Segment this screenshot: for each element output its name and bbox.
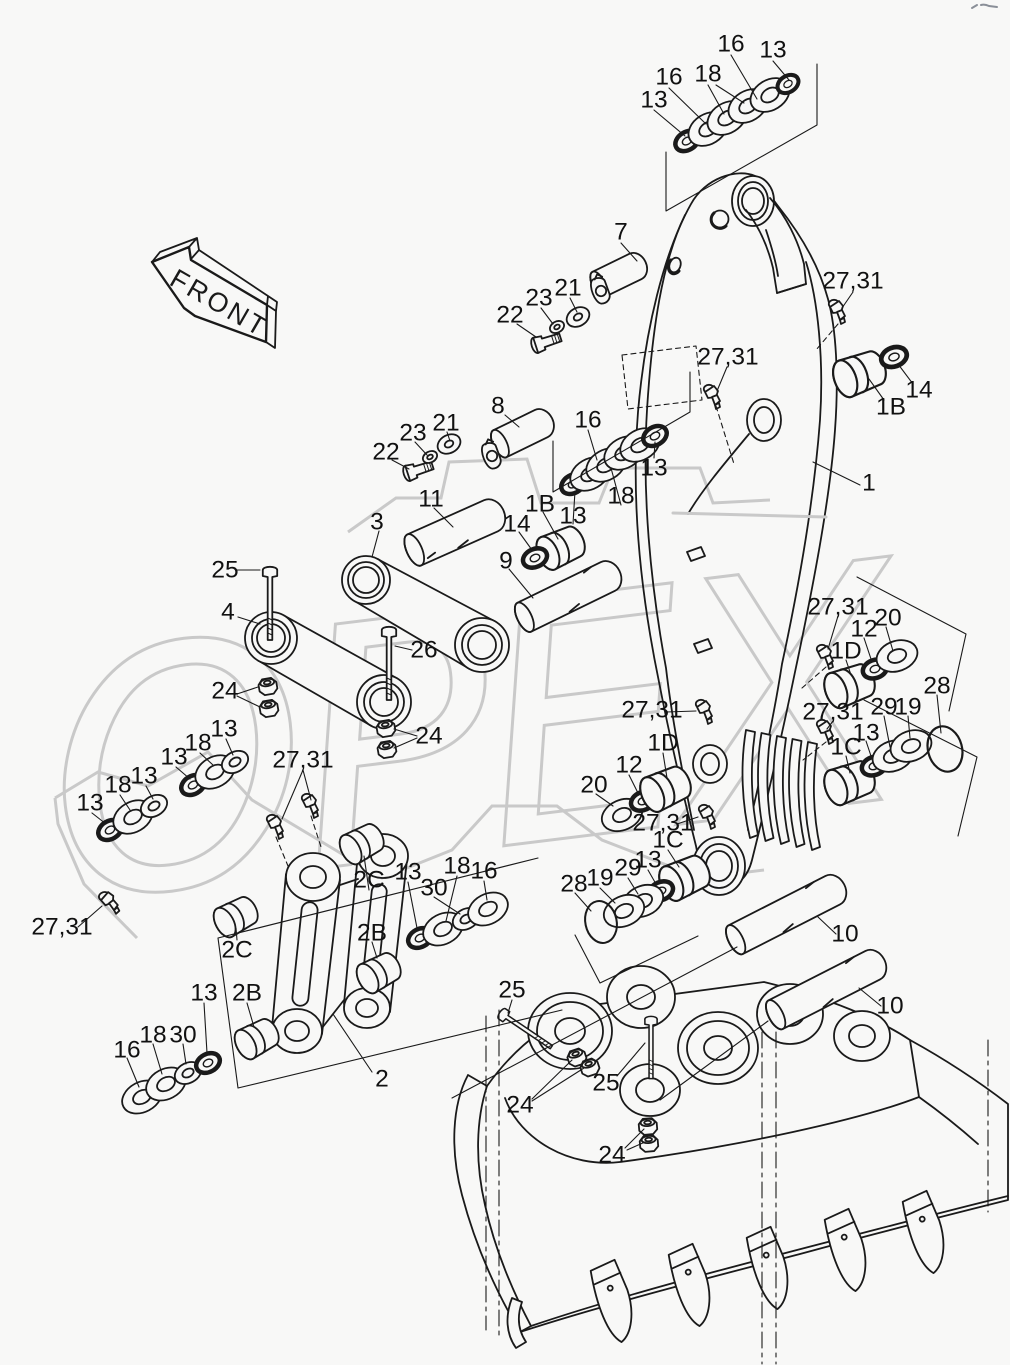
part-label-2C: 2C bbox=[353, 867, 384, 894]
part-label-20: 20 bbox=[580, 772, 607, 799]
part-label-18: 18 bbox=[443, 853, 470, 880]
pins bbox=[403, 252, 888, 1031]
part-label-8: 8 bbox=[491, 393, 505, 420]
part-label-29: 29 bbox=[870, 694, 897, 721]
front-arrow: FRONT bbox=[150, 237, 278, 349]
part-label-22: 22 bbox=[372, 439, 399, 466]
part-label-24: 24 bbox=[211, 678, 238, 705]
centerline-axes bbox=[485, 1009, 989, 1365]
part-label-13: 13 bbox=[559, 503, 586, 530]
part-label-27-31: 27,31 bbox=[272, 747, 333, 774]
leader-lines bbox=[77, 54, 942, 1151]
part-label-2B: 2B bbox=[357, 920, 387, 947]
part-label-18: 18 bbox=[694, 61, 721, 88]
part-label-13: 13 bbox=[640, 87, 667, 114]
part-label-25: 25 bbox=[592, 1070, 619, 1097]
part-label-1B: 1B bbox=[525, 491, 555, 518]
part-label-1D: 1D bbox=[830, 638, 861, 665]
part-label-27-31: 27,31 bbox=[632, 810, 693, 837]
part-label-12: 12 bbox=[850, 616, 877, 643]
part-label-1C: 1C bbox=[652, 827, 683, 854]
part-label-9: 9 bbox=[499, 548, 513, 575]
part-label-16: 16 bbox=[655, 64, 682, 91]
part-label-18: 18 bbox=[139, 1022, 166, 1049]
part-label-27-31: 27,31 bbox=[822, 268, 883, 295]
part-label-13: 13 bbox=[130, 763, 157, 790]
part-label-14: 14 bbox=[905, 377, 932, 404]
part-label-1D: 1D bbox=[647, 730, 678, 757]
part-label-13: 13 bbox=[210, 716, 237, 743]
part-label-27-31: 27,31 bbox=[802, 699, 863, 726]
corner-smudge bbox=[971, 3, 998, 9]
pin-9 bbox=[513, 560, 623, 633]
part-label-27-31: 27,31 bbox=[621, 697, 682, 724]
part-label-13: 13 bbox=[394, 859, 421, 886]
link-3 bbox=[341, 555, 510, 673]
part-label-10: 10 bbox=[876, 993, 903, 1020]
pin-11 bbox=[403, 498, 507, 567]
watermark-overlay-line bbox=[671, 511, 828, 519]
part-label-13: 13 bbox=[634, 847, 661, 874]
part-label-13: 13 bbox=[759, 37, 786, 64]
part-label-12: 12 bbox=[615, 752, 642, 779]
arm-assembly bbox=[634, 172, 838, 896]
part-label-24: 24 bbox=[598, 1142, 625, 1169]
part-label-30: 30 bbox=[169, 1022, 196, 1049]
part-label-29: 29 bbox=[614, 855, 641, 882]
coupler-frame bbox=[271, 833, 409, 1054]
part-label-7: 7 bbox=[614, 219, 628, 246]
part-label-21: 21 bbox=[432, 410, 459, 437]
part-label-23: 23 bbox=[399, 420, 426, 447]
part-label-20: 20 bbox=[874, 605, 901, 632]
bucket bbox=[453, 965, 1009, 1349]
dashed-lines bbox=[275, 323, 839, 867]
part-label-13: 13 bbox=[640, 455, 667, 482]
part-label-25: 25 bbox=[498, 977, 525, 1004]
part-label-25: 25 bbox=[211, 557, 238, 584]
part-label-18: 18 bbox=[184, 730, 211, 757]
part-label-18: 18 bbox=[104, 772, 131, 799]
part-label-27-31: 27,31 bbox=[31, 914, 92, 941]
part-label-24: 24 bbox=[415, 723, 442, 750]
part-label-2B: 2B bbox=[232, 980, 262, 1007]
part-label-16: 16 bbox=[717, 31, 744, 58]
part-label-1: 1 bbox=[862, 470, 876, 497]
part-label-2: 2 bbox=[375, 1066, 389, 1093]
pin-10a bbox=[725, 873, 848, 956]
part-label-28: 28 bbox=[923, 673, 950, 700]
part-label-1B: 1B bbox=[876, 394, 906, 421]
part-label-28: 28 bbox=[560, 871, 587, 898]
part-label-23: 23 bbox=[525, 285, 552, 312]
part-label-13: 13 bbox=[76, 790, 103, 817]
part-label-18: 18 bbox=[607, 483, 634, 510]
part-label-3: 3 bbox=[370, 509, 384, 536]
part-label-30: 30 bbox=[420, 875, 447, 902]
part-label-16: 16 bbox=[470, 858, 497, 885]
part-label-13: 13 bbox=[852, 720, 879, 747]
part-label-11: 11 bbox=[418, 486, 443, 513]
part-label-19: 19 bbox=[894, 694, 921, 721]
bracket-lines bbox=[217, 63, 978, 1101]
part-label-13: 13 bbox=[190, 980, 217, 1007]
pin-10b bbox=[765, 948, 888, 1031]
part-label-2C: 2C bbox=[221, 937, 252, 964]
part-label-13: 13 bbox=[160, 744, 187, 771]
part-label-27-31: 27,31 bbox=[807, 594, 868, 621]
part-label-26: 26 bbox=[410, 637, 437, 664]
part-label-19: 19 bbox=[586, 865, 613, 892]
part-label-27-31: 27,31 bbox=[697, 344, 758, 371]
part-label-10: 10 bbox=[831, 921, 858, 948]
part-label-21: 21 bbox=[554, 275, 581, 302]
part-label-1C: 1C bbox=[830, 734, 861, 761]
part-label-4: 4 bbox=[221, 599, 235, 626]
part-label-24: 24 bbox=[506, 1092, 533, 1119]
part-label-14: 14 bbox=[503, 511, 530, 538]
part-label-22: 22 bbox=[496, 302, 523, 329]
part-label-16: 16 bbox=[113, 1037, 140, 1064]
part-label-16: 16 bbox=[574, 407, 601, 434]
